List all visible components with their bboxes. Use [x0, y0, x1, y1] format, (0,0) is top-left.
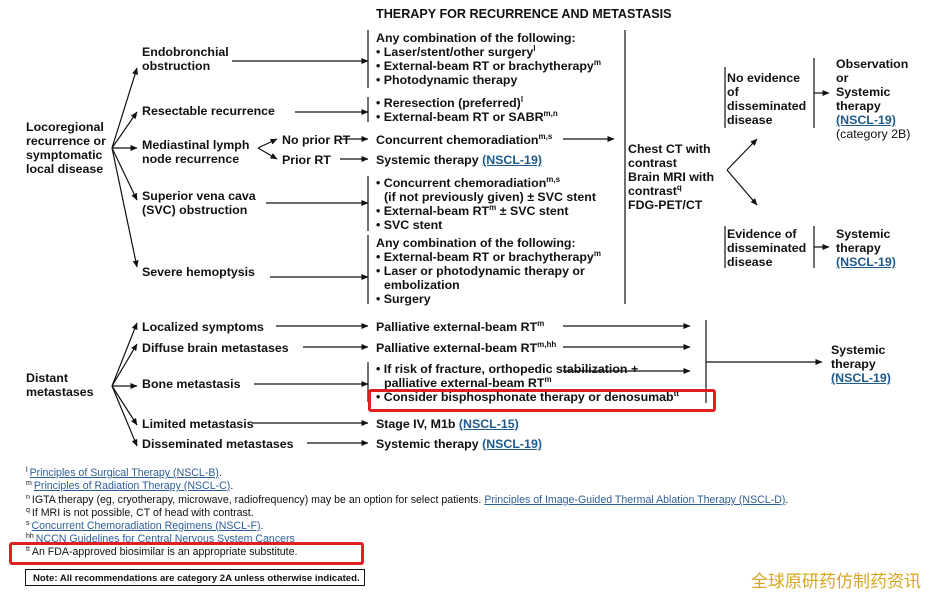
diagram-title: THERAPY FOR RECURRENCE AND METASTASIS [376, 7, 672, 21]
resectable-recurrence: Resectable recurrence [142, 104, 275, 118]
category-note: Note: All recommendations are category 2… [25, 569, 365, 586]
nscl-19-link[interactable]: (NSCL-19) [831, 371, 891, 385]
biosimilar-highlight [9, 542, 364, 565]
svc-obstruction: Superior vena cava(SVC) obstruction [142, 189, 256, 217]
diffuse-brain-metastases: Diffuse brain metastases [142, 341, 289, 355]
localized-symptoms: Localized symptoms [142, 320, 264, 334]
resectable-therapy: • Reresection (preferred)l • External-be… [376, 95, 558, 125]
localized-therapy: Palliative external-beam RTm [376, 319, 545, 335]
bone-therapy: • If risk of fracture, orthopedic stabil… [376, 362, 679, 404]
limited-metastasis: Limited metastasis [142, 417, 254, 431]
prior-rt: Prior RT [282, 153, 331, 167]
nscl-19-link[interactable]: (NSCL-19) [482, 153, 542, 167]
no-prior-rt: No prior RT [282, 133, 351, 147]
bone-metastasis: Bone metastasis [142, 377, 241, 391]
hemoptysis-therapy: Any combination of the following: • Exte… [376, 236, 601, 306]
limited-therapy: Stage IV, M1b (NSCL-15) [376, 417, 519, 431]
disseminated-therapy: Systemic therapy (NSCL-19) [376, 437, 542, 451]
denosumab-highlight [368, 389, 716, 412]
nscl-19-link[interactable]: (NSCL-19) [836, 255, 896, 269]
nscl-19-link[interactable]: (NSCL-19) [482, 437, 542, 451]
mediastinal-chemoradiation: Concurrent chemoradiationm,s [376, 132, 553, 148]
svc-therapy: • Concurrent chemoradiationm,s (if not p… [376, 175, 596, 233]
brain-therapy: Palliative external-beam RTm,hh [376, 340, 557, 356]
nscl-15-link[interactable]: (NSCL-15) [458, 417, 519, 431]
endobronchial-therapy: Any combination of the following: • Lase… [376, 31, 601, 87]
watermark: 全球原研药仿制药资讯 [751, 572, 921, 592]
disseminated-metastases: Disseminated metastases [142, 437, 294, 451]
mediastinal-systemic-therapy: Systemic therapy (NSCL-19) [376, 153, 542, 167]
nscl-19-link[interactable]: (NSCL-19) [836, 113, 896, 127]
severe-hemoptysis: Severe hemoptysis [142, 265, 255, 279]
